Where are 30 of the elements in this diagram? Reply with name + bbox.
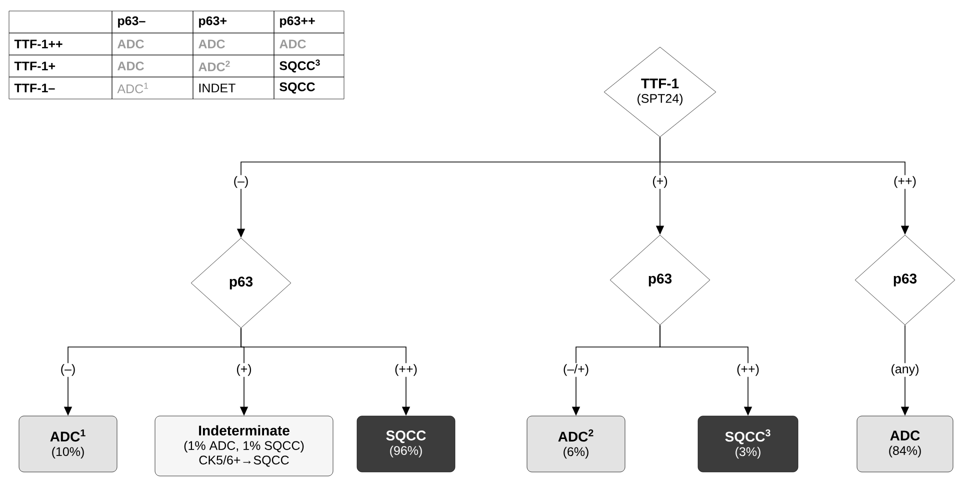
table-cell: ADC: [112, 54, 194, 78]
edge-label: (–): [59, 363, 77, 377]
result-box: SQCC (96%): [356, 416, 456, 472]
edge-label: (+): [651, 175, 669, 189]
result-box: ADC$^{2}$ (6%): [526, 416, 626, 472]
table-cell: TTF-1++: [8, 32, 112, 56]
edge-label: (++): [394, 363, 418, 377]
edge-label: (+): [235, 363, 253, 377]
result-box: Indeterminate (1% ADC, 1% SQCC) CK5/6+→SQCC: [154, 416, 334, 476]
table-cell: ADC: [192, 32, 274, 56]
table-cell: p63–: [112, 10, 194, 34]
table-cell: ADC$^{2}$: [192, 54, 274, 78]
result-box: ADC (84%): [856, 416, 954, 472]
edge-label: (–): [232, 175, 250, 189]
table-cell: SQCC: [274, 76, 344, 100]
table-cell: ADC: [112, 32, 194, 56]
table-cell: SQCC$^{3}$: [274, 54, 344, 78]
edge-label: (–/+): [562, 363, 590, 377]
table-cell: TTF-1+: [8, 54, 112, 78]
table-cell: ADC: [274, 32, 344, 56]
table-cell: INDET: [192, 76, 274, 100]
table-cell: p63+: [192, 10, 274, 34]
table-cell: p63++: [274, 10, 344, 34]
table-cell: ADC$^{1}$: [112, 76, 194, 100]
edge-label: (++): [892, 175, 918, 189]
edge-label: (any): [890, 363, 920, 377]
edge-label: (++): [736, 363, 760, 377]
table-cell: TTF-1–: [8, 76, 112, 100]
result-box: SQCC$^{3}$ (3%): [698, 416, 798, 472]
result-box: ADC$^{1}$ (10%): [18, 416, 118, 472]
